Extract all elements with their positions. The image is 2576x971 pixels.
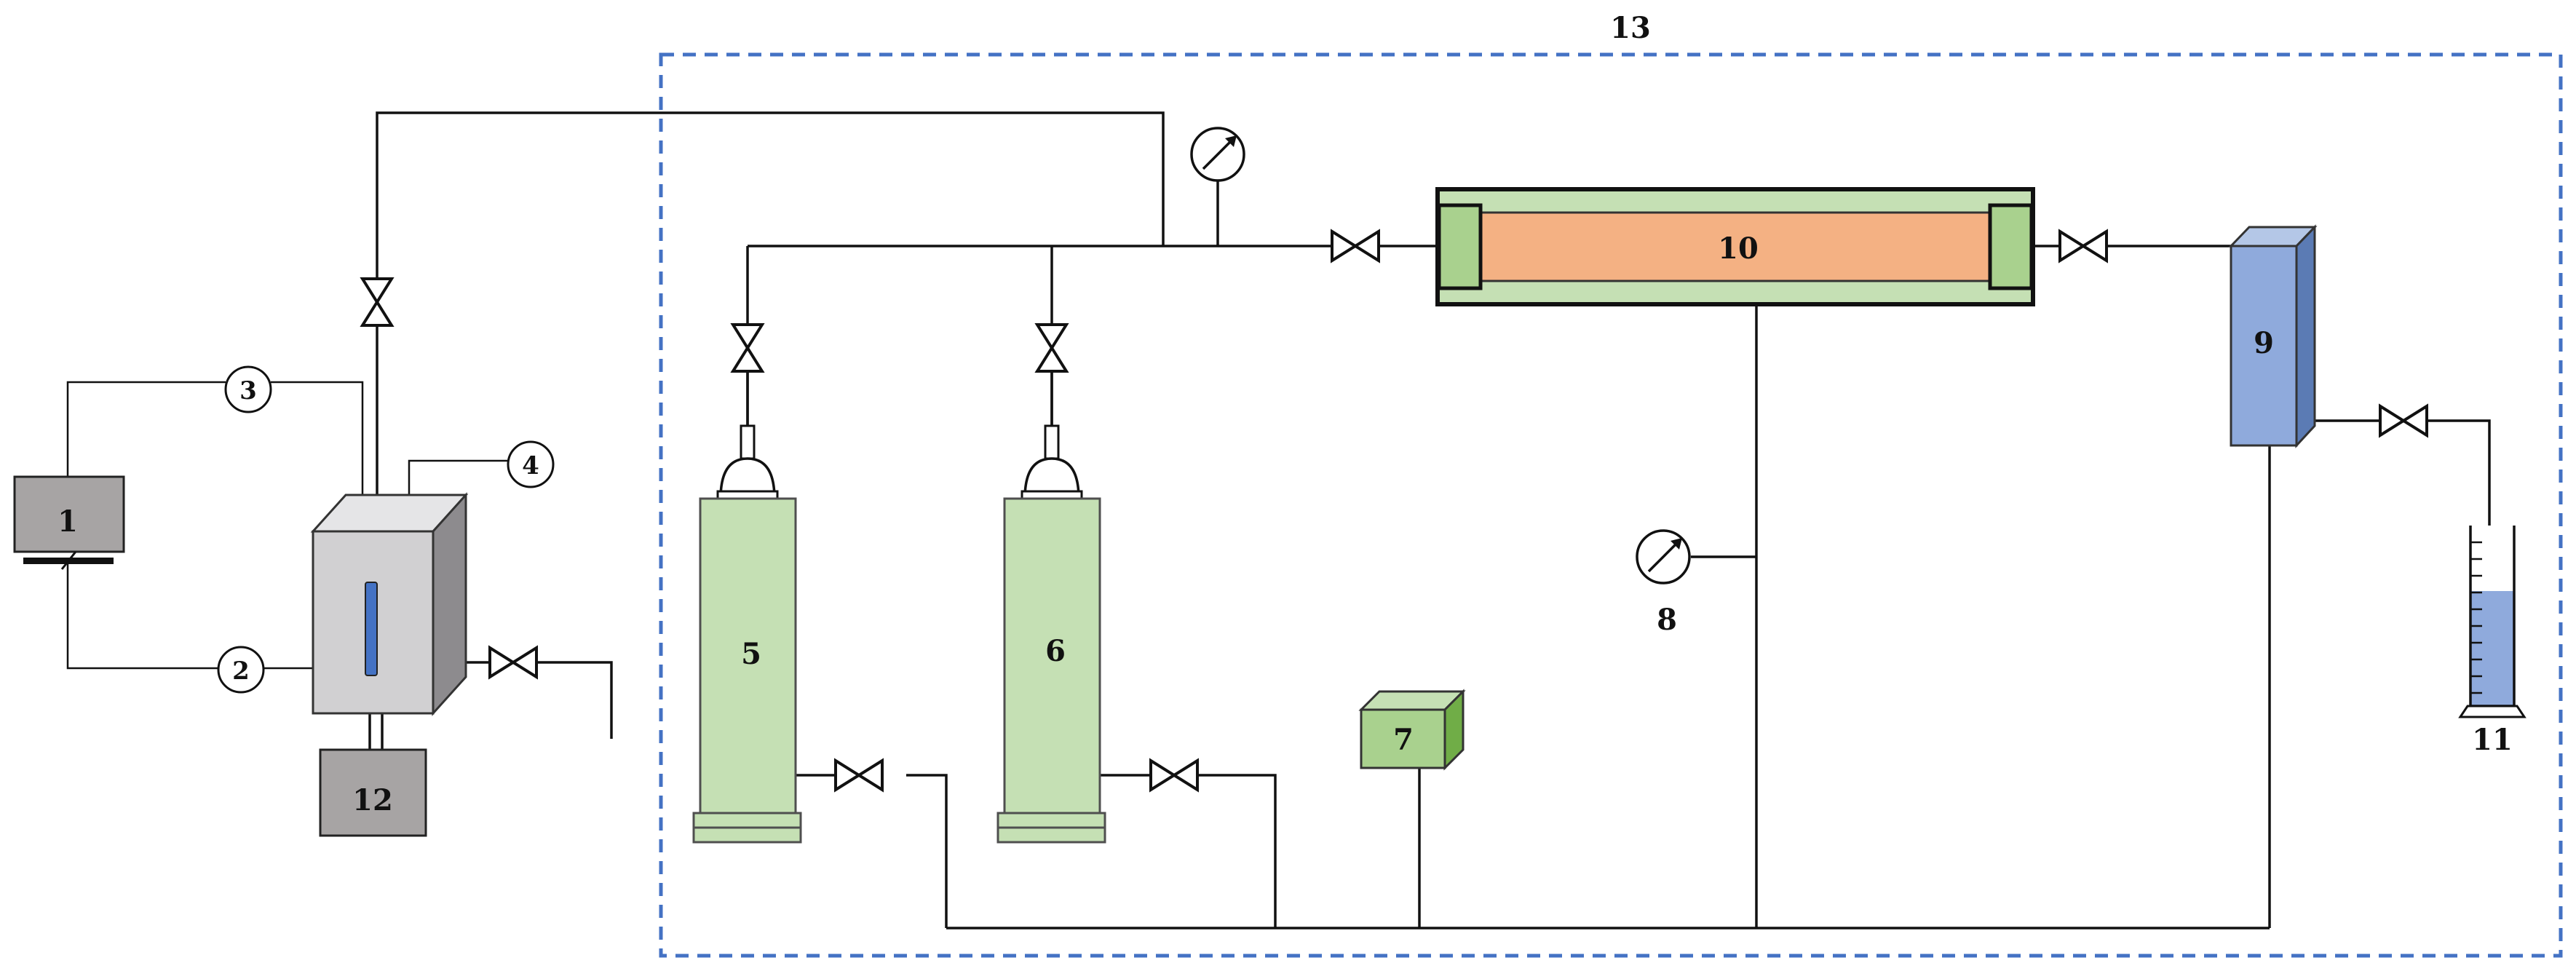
label-5: 5: [741, 637, 761, 671]
label-6: 6: [1045, 634, 1066, 668]
label-13: 13: [1610, 11, 1651, 45]
system-boundary-frame: [659, 52, 2563, 958]
label-11: 11: [2472, 723, 2513, 757]
reaction-vessel: [310, 492, 469, 716]
heater-unit: 12: [319, 748, 427, 837]
valve-icon: [1149, 759, 1199, 791]
piping: [66, 111, 2491, 930]
gas-cylinder-6: 6: [996, 424, 1106, 844]
valve-icon: [1331, 230, 1380, 262]
valve-icon: [834, 759, 884, 791]
label-8: 8: [1657, 603, 1677, 637]
pump-unit-7: 7: [1358, 689, 1466, 771]
controller-unit: 1: [13, 475, 125, 570]
valve-icon: [732, 323, 764, 373]
graduated-cylinder: 11: [2458, 526, 2527, 757]
svg-text:4: 4: [522, 451, 539, 480]
valve-icon: [1036, 323, 1068, 373]
valve-icon: [361, 277, 393, 327]
label-1: 1: [58, 504, 78, 539]
pressure-gauge-icon: 8: [1636, 529, 1691, 637]
valve-icon: [488, 646, 538, 678]
valve-icon: [2379, 405, 2428, 437]
circle-label-3: 3: [224, 365, 272, 413]
svg-text:2: 2: [232, 657, 250, 686]
gas-cylinder-5: 5: [692, 424, 802, 844]
label-9: 9: [2254, 326, 2274, 360]
separator-column: 9: [2228, 224, 2318, 448]
label-12: 12: [352, 783, 393, 817]
core-holder: 10: [1435, 187, 2035, 306]
pressure-gauge-icon: [1190, 127, 1245, 182]
circle-label-2: 2: [217, 646, 265, 694]
svg-text:3: 3: [239, 376, 257, 405]
label-7: 7: [1393, 723, 1414, 757]
circle-label-4: 4: [507, 440, 555, 488]
sight-glass: [365, 582, 378, 676]
label-10: 10: [1718, 231, 1759, 266]
valve-icon: [2058, 230, 2108, 262]
